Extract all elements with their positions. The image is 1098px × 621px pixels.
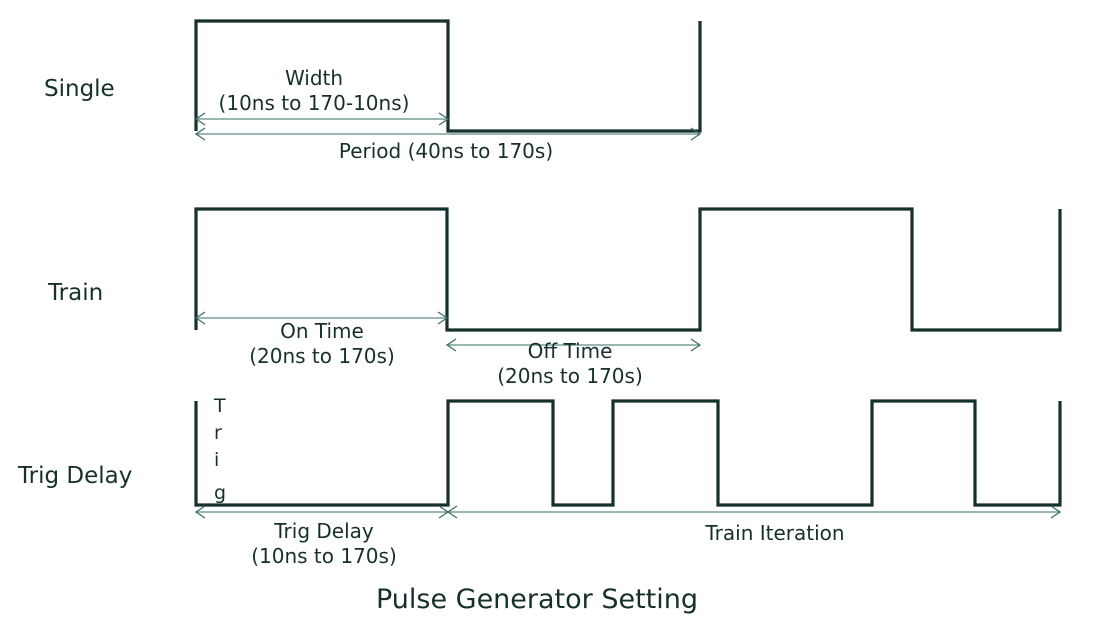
dimension-label-width-name: Width xyxy=(285,66,343,90)
dimension-label-off-time-range: (20ns to 170s) xyxy=(497,364,643,388)
dimension-width xyxy=(194,112,450,126)
row-label-single: Single xyxy=(44,76,115,102)
dimension-period xyxy=(194,127,702,141)
diagram-title: Pulse Generator Setting xyxy=(376,584,698,615)
row-label-trig-delay: Trig Delay xyxy=(17,463,132,489)
dimension-label-on-time-range: (20ns to 170s) xyxy=(249,344,395,368)
vertical-trig-letter-0: T xyxy=(213,395,226,417)
dimension-off-time xyxy=(445,338,702,352)
dimension-on-time xyxy=(194,311,449,325)
waveform-row-trig-delay: Trig Delay T r i g Trig Delay (10ns to 1… xyxy=(17,395,1062,568)
dimension-label-off-time-name: Off Time xyxy=(528,339,613,363)
waveform-row-train: Train On Time (20ns to 170s) Off Time (2… xyxy=(47,207,1062,388)
vertical-trig-label: T r i g xyxy=(213,395,226,504)
trig-delay-waveform-trace xyxy=(194,399,1062,507)
dimension-label-width-range: (10ns to 170-10ns) xyxy=(219,91,410,115)
dimension-label-train-iteration: Train Iteration xyxy=(704,521,844,545)
single-waveform-trace xyxy=(194,19,702,133)
dimension-label-trig-delay-name: Trig Delay xyxy=(273,519,374,543)
vertical-trig-letter-3: g xyxy=(214,482,226,504)
train-waveform-trace xyxy=(194,207,1062,332)
dimension-label-on-time-name: On Time xyxy=(280,319,364,343)
dimension-label-period: Period (40ns to 170s) xyxy=(339,139,553,163)
waveform-row-single: Single Width (10ns to 170-10ns) Period (… xyxy=(44,19,702,163)
vertical-trig-letter-2: i xyxy=(214,449,219,471)
dimension-label-trig-delay-range: (10ns to 170s) xyxy=(251,544,397,568)
dimension-train-iteration xyxy=(446,505,1062,519)
row-label-train: Train xyxy=(47,280,103,306)
vertical-trig-letter-1: r xyxy=(214,422,222,444)
dimension-trig-delay xyxy=(194,505,450,519)
